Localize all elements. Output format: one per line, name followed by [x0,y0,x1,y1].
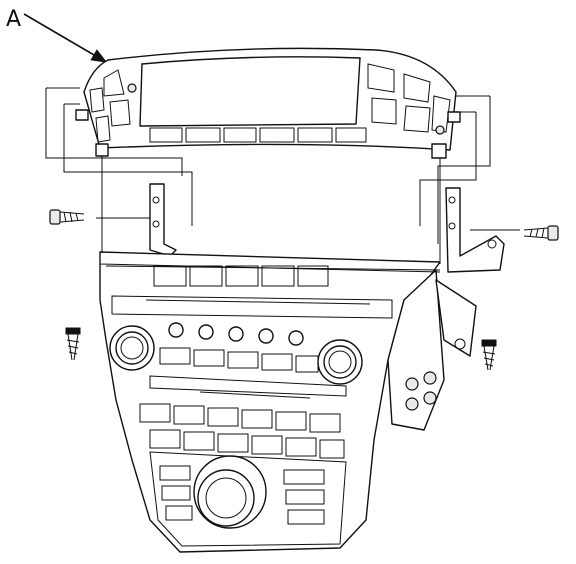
climate-knob [193,455,267,529]
left-mounting-bracket [149,183,177,257]
callout-label-a: A [6,7,21,32]
disc-slot [149,375,347,399]
climate-button-rows [139,403,345,459]
right-mounting-bracket [445,187,505,273]
alignment-guides [45,87,520,264]
rear-connectors [405,279,477,411]
screw-left-upper [49,209,85,225]
screw-right-upper [523,225,559,241]
callout-leader-arrow [23,13,108,63]
preset-buttons [168,322,304,346]
screw-left-lower [65,327,81,361]
volume-knob [109,325,155,371]
tune-knob [317,339,363,385]
lower-control-panel [149,451,347,547]
display-unit [75,47,461,159]
audio-button-row [159,347,319,373]
center-console-panel [99,251,445,553]
screw-right-lower [481,339,497,371]
